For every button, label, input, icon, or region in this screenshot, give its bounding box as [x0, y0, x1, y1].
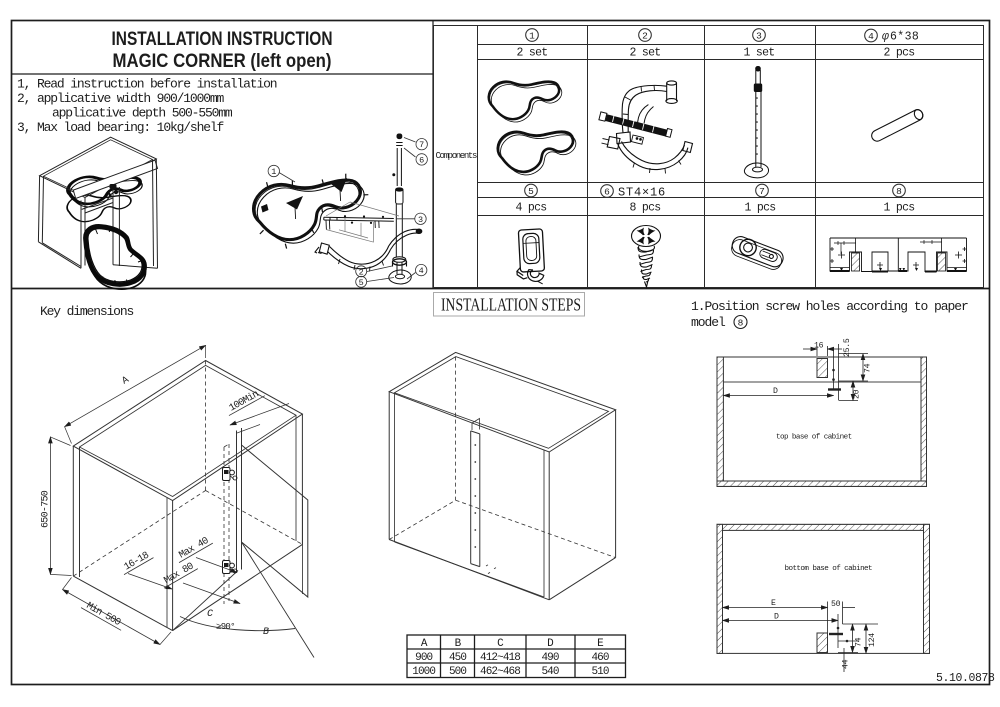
svg-text:C: C [497, 638, 504, 650]
svg-text:8: 8 [738, 317, 744, 328]
svg-text:412~418: 412~418 [480, 652, 520, 664]
svg-text:1: 1 [271, 167, 276, 177]
svg-text:124: 124 [868, 633, 877, 647]
svg-text:6: 6 [419, 155, 424, 165]
svg-text:74: 74 [864, 363, 873, 373]
svg-text:Key dimensions: Key dimensions [40, 304, 133, 319]
svg-text:20: 20 [853, 389, 862, 399]
svg-text:4: 4 [419, 266, 424, 276]
svg-text:C: C [207, 609, 213, 620]
svg-text:MAGIC CORNER (left open): MAGIC CORNER (left open) [113, 50, 332, 72]
svg-text:8: 8 [896, 186, 902, 197]
svg-text:φ: φ [882, 30, 889, 43]
svg-text:2, applicative width 900/1000m: 2, applicative width 900/1000mm [17, 91, 225, 106]
svg-text:B: B [263, 627, 269, 638]
svg-text:2 set: 2 set [516, 47, 547, 60]
svg-text:2: 2 [642, 30, 648, 41]
svg-text:450: 450 [449, 652, 466, 664]
svg-text:E: E [597, 638, 604, 650]
svg-text:A: A [421, 638, 428, 650]
svg-text:4: 4 [868, 31, 874, 42]
svg-text:3: 3 [418, 215, 423, 225]
svg-text:462~468: 462~468 [480, 666, 520, 678]
svg-text:74: 74 [855, 637, 864, 647]
svg-text:D: D [774, 613, 779, 622]
svg-text:4 pcs: 4 pcs [515, 202, 546, 215]
svg-text:3, Max load bearing: 10kg/shel: 3, Max load bearing: 10kg/shelf [17, 120, 224, 135]
svg-text:1000: 1000 [412, 666, 435, 678]
svg-text:500: 500 [449, 666, 466, 678]
svg-text:5: 5 [359, 278, 364, 288]
svg-text:16: 16 [814, 342, 824, 351]
svg-text:25.5: 25.5 [843, 338, 852, 357]
svg-text:Components: Components [436, 151, 477, 161]
svg-text:900: 900 [415, 652, 432, 664]
svg-text:1: 1 [529, 30, 535, 41]
svg-text:2 pcs: 2 pcs [883, 47, 914, 60]
svg-text:510: 510 [591, 666, 608, 678]
svg-text:5: 5 [528, 186, 534, 197]
svg-text:bottom base of cabinet: bottom base of cabinet [785, 565, 873, 573]
svg-text:6: 6 [604, 186, 610, 197]
svg-text:B: B [455, 638, 462, 650]
svg-text:6*38: 6*38 [890, 30, 919, 43]
svg-text:8 pcs: 8 pcs [629, 202, 660, 215]
svg-text:1 pcs: 1 pcs [883, 202, 914, 215]
svg-text:A: A [120, 375, 131, 388]
svg-text:E: E [771, 599, 776, 608]
svg-text:2 set: 2 set [629, 47, 660, 60]
svg-text:460: 460 [591, 652, 608, 664]
svg-text:model: model [691, 315, 726, 330]
svg-text:D: D [773, 387, 778, 396]
svg-text:D: D [547, 638, 554, 650]
svg-text:ST4×16: ST4×16 [618, 186, 666, 200]
svg-text:1 set: 1 set [743, 47, 774, 60]
svg-text:1 pcs: 1 pcs [744, 202, 775, 215]
svg-text:5.10.0878: 5.10.0878 [936, 672, 995, 685]
svg-text:INSTALLATION STEPS: INSTALLATION STEPS [441, 295, 581, 315]
svg-text:44: 44 [842, 659, 851, 669]
svg-text:540: 540 [541, 666, 558, 678]
svg-text:1, Read instruction before ins: 1, Read instruction before installation [17, 77, 277, 92]
svg-text:1.Position screw holes accordi: 1.Position screw holes according to pape… [691, 299, 968, 314]
svg-text:7: 7 [759, 186, 765, 197]
svg-text:490: 490 [541, 652, 558, 664]
svg-text:7: 7 [419, 140, 424, 150]
svg-text:2: 2 [359, 267, 364, 277]
svg-text:50: 50 [831, 600, 841, 609]
svg-text:650-750: 650-750 [41, 490, 52, 528]
svg-text:3: 3 [756, 30, 762, 41]
svg-text:applicative depth 500-550mm: applicative depth 500-550mm [52, 106, 233, 121]
svg-text:top base of cabinet: top base of cabinet [776, 434, 852, 442]
svg-text:INSTALLATION INSTRUCTION: INSTALLATION INSTRUCTION [112, 28, 333, 50]
svg-text:≥90°: ≥90° [216, 622, 235, 632]
